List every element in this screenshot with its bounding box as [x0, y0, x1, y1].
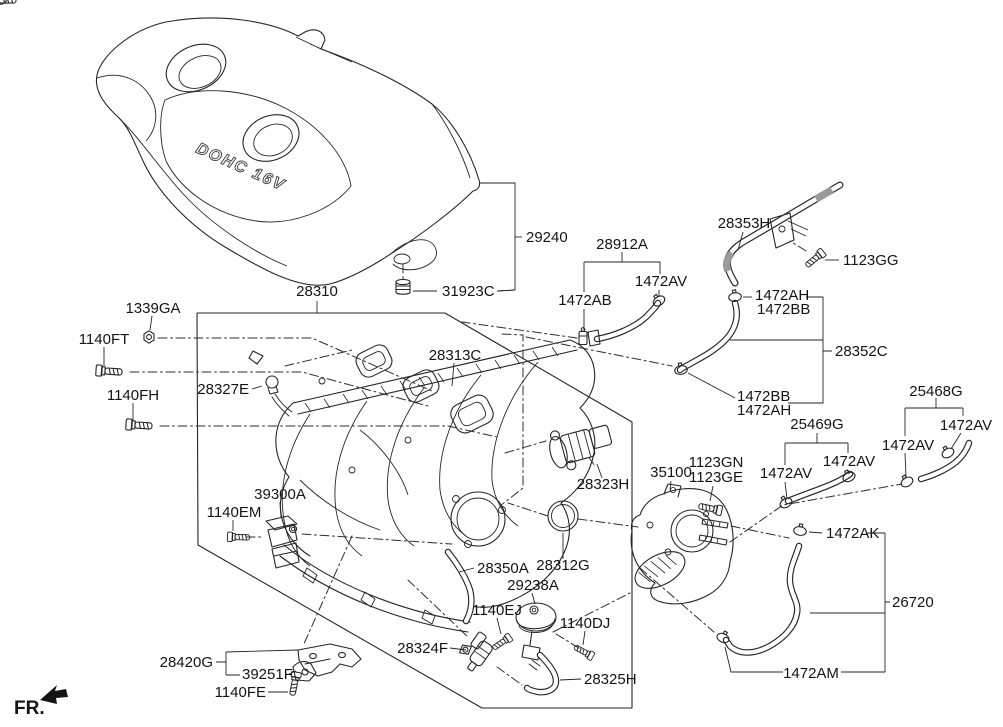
part-label-1140em: 1140EM [207, 504, 262, 521]
hose-25468g [917, 439, 973, 483]
part-label-1123gn: 1123GN [689, 454, 744, 471]
pipe-28353h [723, 181, 844, 287]
throttle-body-35100 [630, 483, 734, 605]
engine-cover: DOHC 16V [95, 17, 481, 286]
reference-lines [129, 240, 903, 686]
actuator-29238a [515, 602, 557, 671]
part-label-1140ft: 1140FT [79, 331, 130, 348]
solenoid-valve-28324f [458, 631, 493, 672]
throttle-studs [698, 518, 729, 546]
part-label-35100: 35100 [650, 464, 692, 481]
part-label-1140fe: 1140FE [215, 684, 266, 701]
part-label-1472av-25469g-right: 1472AV [823, 453, 875, 470]
part-label-28323h: 28323H [577, 476, 630, 493]
nut-1339ga [143, 330, 155, 344]
bolt-1123gn-ge [697, 500, 724, 517]
part-label-29240: 29240 [526, 229, 568, 246]
part-label-1472ab: 1472AB [558, 292, 611, 309]
part-label-28420g: 28420G [160, 654, 213, 671]
part-label-1123gg: 1123GG [843, 252, 899, 269]
bolt-1140dj [572, 642, 596, 662]
part-label-1339ga: 1339GA [125, 300, 180, 317]
bolt-1140ej [490, 632, 514, 653]
clamp-1472ab [578, 327, 588, 346]
hose-28352c [676, 299, 740, 374]
hose-26720 [722, 542, 803, 656]
purge-valve-28323h [549, 424, 613, 471]
part-label-28312g: 28312G [536, 557, 589, 574]
bracket-39251f [292, 661, 317, 682]
part-label-25468g: 25468G [909, 383, 962, 400]
part-label-28324f: 28324F [397, 640, 448, 657]
part-label-28313c: 28313C [429, 347, 482, 364]
part-label-1472av-25468g-left: 1472AV [882, 437, 934, 454]
part-label-28352c: 28352C [835, 343, 888, 360]
hose-28912a [587, 299, 662, 347]
part-label-28350a: 28350A [477, 560, 529, 577]
part-label-1472av-28912a: 1472AV [635, 273, 687, 290]
part-label-28310: 28310 [296, 283, 338, 300]
hose-28350a [444, 548, 475, 625]
cover-embossed-text: DOHC 16V [193, 140, 288, 195]
part-label-29238a: 29238A [507, 577, 559, 594]
part-label-1123ge: 1123GE [689, 469, 743, 486]
sensor-39300a [265, 515, 300, 569]
part-label-1472ah-top: 1472AH [755, 287, 809, 304]
hose-28325h [523, 651, 560, 696]
bolt-1140ft [95, 364, 123, 379]
hose-25469g [784, 470, 854, 505]
part-label-39300a: 39300A [254, 486, 306, 503]
part-label-1472bb-top: 1472BB [757, 301, 810, 318]
fr-direction-arrow [40, 685, 68, 704]
part-label-28325h: 28325H [584, 671, 637, 688]
part-label-1140ej: 1140EJ [472, 602, 522, 619]
part-label-26720: 26720 [892, 594, 934, 611]
bolt-1140fh [125, 418, 153, 433]
part-label-1472ah-bottom: 1472AH [737, 402, 791, 419]
part-label-28912a: 28912A [596, 236, 648, 253]
part-label-1140dj: 1140DJ [560, 615, 611, 632]
part-label-28353h: 28353H [718, 215, 771, 232]
part-label-1472av-25469g-left: 1472AV [760, 465, 812, 482]
part-label-31923c: 31923C [442, 283, 495, 300]
part-label-25469g: 25469G [790, 416, 843, 433]
part-label-1472av-25468g-right: 1472AV [940, 417, 992, 434]
part-label-39251f: 39251F [242, 666, 293, 683]
fr-direction-label: FR. [14, 698, 45, 719]
clamp-1472ak [792, 522, 808, 537]
leader-lines [103, 182, 964, 693]
part-label-1472am: 1472AM [783, 665, 839, 682]
plug-31923c [395, 278, 411, 295]
valve-28327e [248, 350, 293, 417]
assembly-box-28310 [196, 312, 633, 709]
bolt-1123gg [803, 247, 827, 270]
part-label-28327e: 28327E [197, 381, 249, 398]
part-label-1140fh: 1140FH [107, 387, 159, 404]
part-label-1472bb-bottom: 1472BB [737, 388, 790, 405]
gasket-28313c-set [355, 344, 494, 434]
part-label-1472ak: 1472AK [826, 525, 879, 542]
